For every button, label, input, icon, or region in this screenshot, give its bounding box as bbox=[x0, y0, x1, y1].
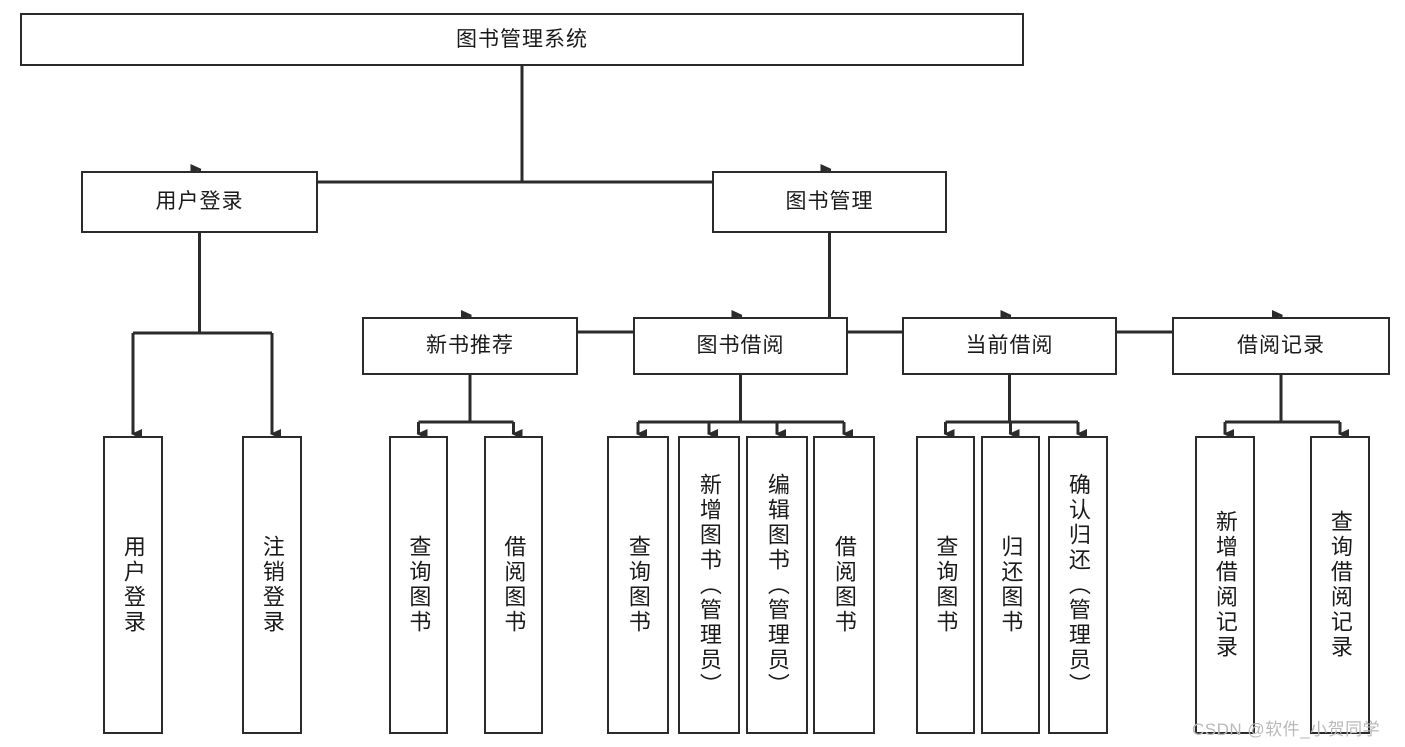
node-label: 图书借阅 bbox=[696, 334, 785, 358]
node-label: 当前借阅 bbox=[965, 334, 1054, 358]
node-label: 查询图书 bbox=[406, 535, 432, 635]
node-n-rec[interactable]: 借阅记录 bbox=[1172, 317, 1390, 375]
node-label: 新增借阅记录 bbox=[1212, 510, 1238, 660]
node-l-login[interactable]: 用户登录 bbox=[103, 436, 163, 734]
node-label: 归还图书 bbox=[998, 535, 1024, 635]
node-l-b2[interactable]: 借阅图书 bbox=[813, 436, 875, 734]
node-n-user[interactable]: 用户登录 bbox=[81, 171, 318, 233]
node-label: 编辑图书（管理员） bbox=[764, 472, 790, 698]
node-label: 借阅记录 bbox=[1237, 334, 1325, 358]
node-n-lend[interactable]: 图书借阅 bbox=[633, 317, 848, 375]
watermark-text: CSDN @软件_小贺同学 bbox=[1192, 720, 1381, 739]
node-n-cur[interactable]: 当前借阅 bbox=[902, 317, 1117, 375]
node-label: 注销登录 bbox=[259, 535, 285, 635]
node-label: 用户登录 bbox=[120, 535, 146, 635]
node-label: 确认归还（管理员） bbox=[1065, 472, 1091, 698]
node-label: 新增图书（管理员） bbox=[696, 472, 722, 698]
node-label: 查询借阅记录 bbox=[1327, 510, 1353, 660]
node-n-book[interactable]: 图书管理 bbox=[712, 171, 947, 233]
node-l-add[interactable]: 新增图书（管理员） bbox=[678, 436, 740, 734]
node-l-q2[interactable]: 查询图书 bbox=[607, 436, 669, 734]
node-l-conf[interactable]: 确认归还（管理员） bbox=[1048, 436, 1108, 734]
node-l-addrec[interactable]: 新增借阅记录 bbox=[1195, 436, 1255, 734]
node-l-q1[interactable]: 查询图书 bbox=[389, 436, 448, 734]
node-l-logout[interactable]: 注销登录 bbox=[242, 436, 302, 734]
node-label: 借阅图书 bbox=[831, 535, 857, 635]
node-l-qrec[interactable]: 查询借阅记录 bbox=[1310, 436, 1370, 734]
node-label: 图书管理 bbox=[785, 190, 874, 214]
node-label: 查询图书 bbox=[933, 535, 959, 635]
node-l-q3[interactable]: 查询图书 bbox=[916, 436, 975, 734]
node-l-edit[interactable]: 编辑图书（管理员） bbox=[746, 436, 808, 734]
node-n-new[interactable]: 新书推荐 bbox=[362, 317, 578, 375]
node-label: 查询图书 bbox=[625, 535, 651, 635]
node-label: 用户登录 bbox=[155, 190, 244, 214]
node-label: 新书推荐 bbox=[426, 334, 514, 358]
node-l-ret[interactable]: 归还图书 bbox=[981, 436, 1040, 734]
node-label: 借阅图书 bbox=[501, 535, 527, 635]
node-l-b1[interactable]: 借阅图书 bbox=[484, 436, 543, 734]
node-label: 图书管理系统 bbox=[456, 27, 588, 51]
node-root[interactable]: 图书管理系统 bbox=[20, 13, 1024, 66]
